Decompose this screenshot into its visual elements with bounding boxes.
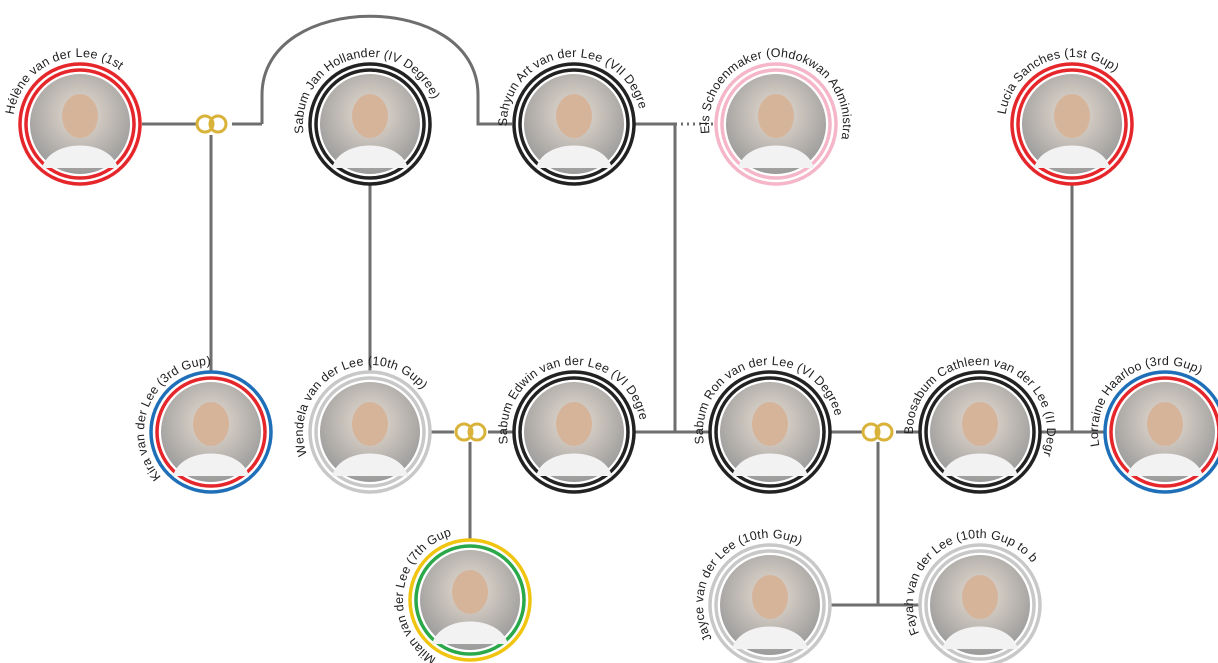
- portrait-photo: [420, 550, 520, 650]
- portrait-photo: [930, 555, 1030, 655]
- person-node-helene[interactable]: Hélène van der Lee (1st Gup): [0, 0, 142, 186]
- marriage-rings-helene-jan: [195, 114, 228, 134]
- person-node-jayce[interactable]: Jayce van der Lee (10th Gup): [692, 527, 832, 663]
- portrait-photo: [30, 74, 130, 174]
- person-node-lorraine[interactable]: Lorraine Haarloo (3rd Gup): [1087, 354, 1218, 494]
- portrait-photo: [320, 74, 420, 174]
- person-node-lucia[interactable]: Lucia Sanches (1st Gup): [995, 46, 1135, 186]
- portrait-photo: [726, 74, 826, 174]
- portrait-photo: [161, 382, 261, 482]
- portrait-photo: [930, 382, 1030, 482]
- person-node-kira[interactable]: Kira van der Lee (3rd Gup): [133, 354, 273, 494]
- portrait-photo: [1022, 74, 1122, 174]
- marriage-rings-wendela-edwin: [454, 422, 487, 442]
- portrait-photo: [720, 382, 820, 482]
- person-node-jan[interactable]: Sabum Jan Hollander (IV Degree): [292, 46, 443, 186]
- connector-line: [260, 14, 512, 126]
- portrait-photo: [320, 382, 420, 482]
- connector-lines: [142, 14, 1105, 607]
- portrait-photo: [1115, 382, 1215, 482]
- portrait-photo: [524, 382, 624, 482]
- portrait-photo: [524, 74, 624, 174]
- person-node-wendela[interactable]: Wendela van der Lee (10th Gup): [292, 354, 434, 494]
- marriage-rings-ron-cathleen: [861, 422, 894, 442]
- portrait-photo: [720, 555, 820, 655]
